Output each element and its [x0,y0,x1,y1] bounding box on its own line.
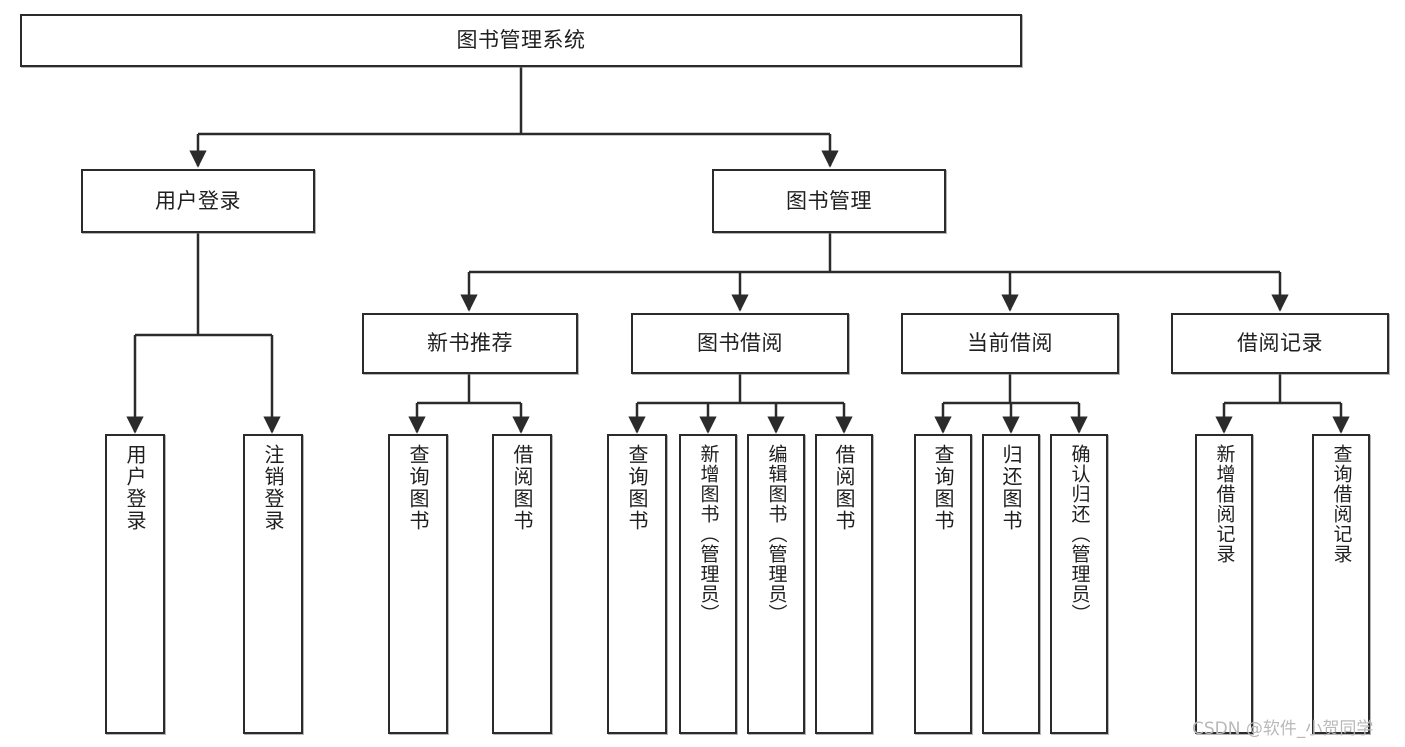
node-leaf-borrow-record-add-label: 新增借阅记录 [1213,444,1236,564]
node-root-system[interactable]: 图书管理系统 [20,14,1022,67]
node-current-borrow-label: 当前借阅 [967,331,1053,356]
node-leaf-current-borrow-query[interactable]: 查询图书 [914,434,972,734]
node-book-management-label: 图书管理 [786,188,872,213]
node-borrow-record[interactable]: 借阅记录 [1171,313,1389,374]
node-leaf-borrow-record-query-label: 查询借阅记录 [1330,444,1353,564]
node-leaf-user-login-login-label: 用户登录 [123,444,147,532]
node-leaf-new-book-borrow[interactable]: 借阅图书 [492,434,552,734]
node-leaf-user-login-login[interactable]: 用户登录 [105,434,165,734]
node-leaf-book-borrow-borrow[interactable]: 借阅图书 [815,434,873,734]
node-leaf-user-login-logout-label: 注销登录 [261,444,285,532]
node-leaf-user-login-logout[interactable]: 注销登录 [243,434,303,734]
node-leaf-current-borrow-return-label: 归还图书 [999,444,1023,532]
node-leaf-current-borrow-confirm[interactable]: 确认归还（管理员） [1050,434,1108,734]
node-leaf-book-borrow-edit[interactable]: 编辑图书（管理员） [747,434,805,734]
node-leaf-new-book-query-label: 查询图书 [406,444,430,532]
node-leaf-book-borrow-borrow-label: 借阅图书 [832,444,856,532]
node-leaf-book-borrow-add-label: 新增图书（管理员） [697,444,720,624]
node-leaf-new-book-query[interactable]: 查询图书 [388,434,448,734]
node-leaf-book-borrow-add[interactable]: 新增图书（管理员） [679,434,737,734]
node-user-login[interactable]: 用户登录 [81,169,315,233]
node-new-book-recommend[interactable]: 新书推荐 [362,313,578,374]
node-leaf-book-borrow-query[interactable]: 查询图书 [607,434,667,734]
node-book-borrow[interactable]: 图书借阅 [631,313,849,374]
node-current-borrow[interactable]: 当前借阅 [901,313,1119,374]
node-leaf-current-borrow-confirm-label: 确认归还（管理员） [1068,444,1091,624]
node-root-system-label: 图书管理系统 [456,28,586,53]
node-leaf-borrow-record-query[interactable]: 查询借阅记录 [1312,434,1370,734]
node-book-management[interactable]: 图书管理 [712,169,946,233]
node-user-login-label: 用户登录 [155,188,241,213]
node-leaf-borrow-record-add[interactable]: 新增借阅记录 [1195,434,1253,734]
node-leaf-book-borrow-query-label: 查询图书 [625,444,649,532]
node-leaf-current-borrow-query-label: 查询图书 [931,444,955,532]
node-borrow-record-label: 借阅记录 [1237,331,1323,356]
node-new-book-recommend-label: 新书推荐 [427,331,513,356]
node-leaf-new-book-borrow-label: 借阅图书 [510,444,534,532]
node-leaf-current-borrow-return[interactable]: 归还图书 [982,434,1040,734]
node-book-borrow-label: 图书借阅 [697,331,783,356]
node-leaf-book-borrow-edit-label: 编辑图书（管理员） [765,444,788,624]
csdn-watermark: CSDN @软件_小贺同学 [1192,719,1374,739]
